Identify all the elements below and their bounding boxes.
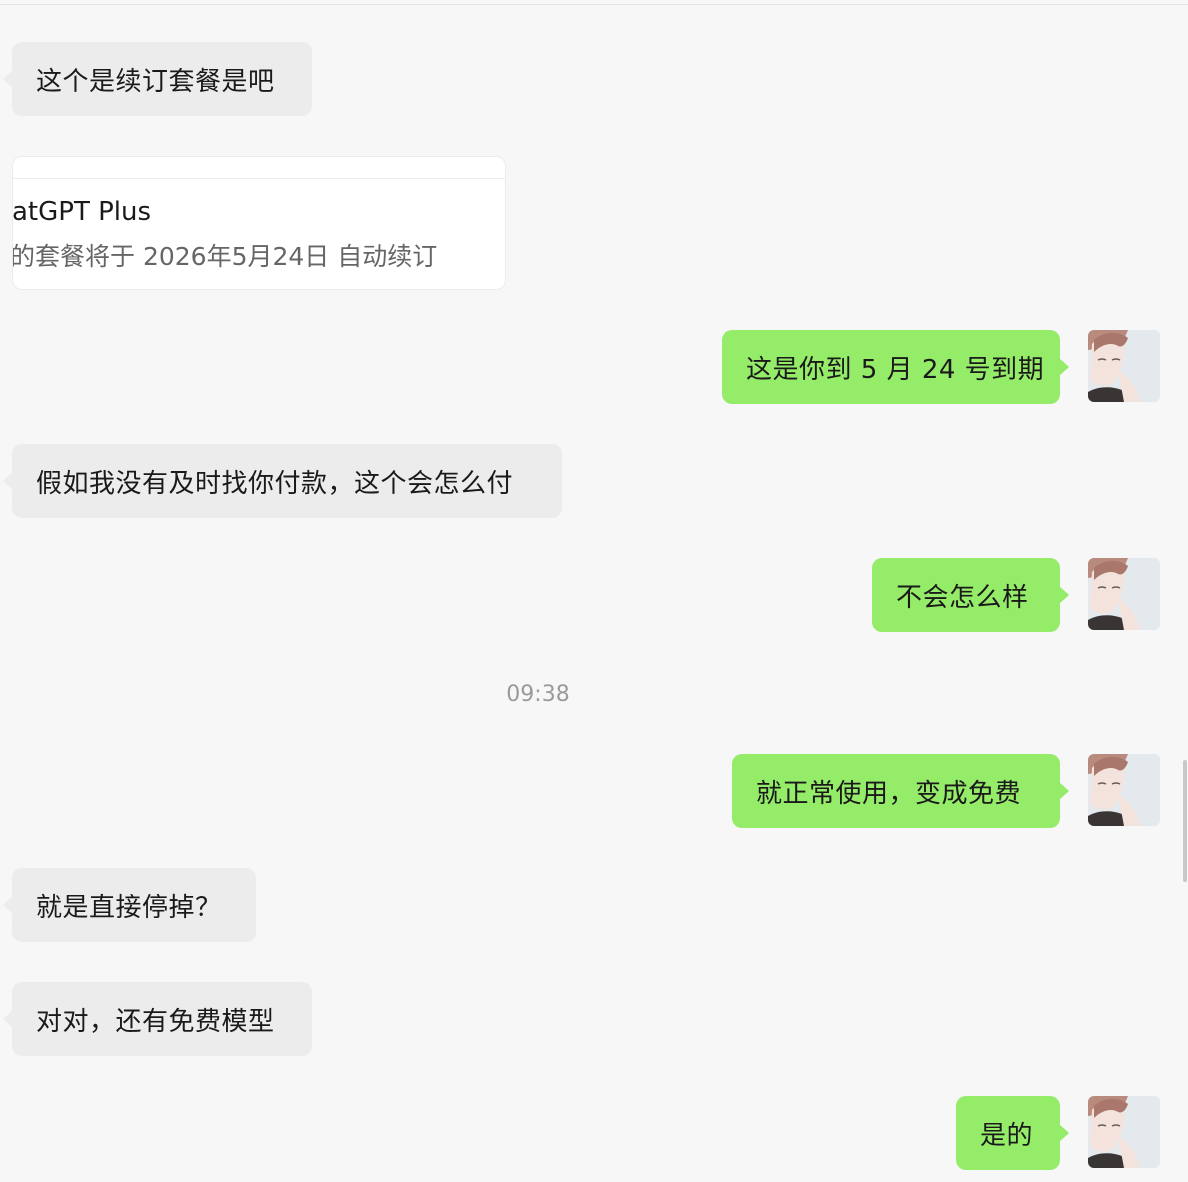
card-title: atGPT Plus — [12, 197, 152, 227]
avatar-icon — [1088, 1096, 1160, 1168]
card-divider — [13, 178, 505, 179]
incoming-message[interactable]: 对对，还有免费模型 — [3, 982, 312, 1056]
message-text: 这个是续订套餐是吧 — [36, 66, 275, 97]
incoming-message[interactable]: 这个是续订套餐是吧 — [3, 42, 312, 116]
outgoing-message[interactable]: 是的 — [956, 1096, 1069, 1170]
message-text: 这是你到 5 月 24 号到期 — [746, 354, 1045, 385]
incoming-message[interactable]: 就是直接停掉？ — [3, 868, 256, 942]
user-avatar[interactable] — [1088, 1096, 1160, 1168]
message-timestamp: 09:38 — [506, 682, 570, 707]
message-text: 假如我没有及时找你付款，这个会怎么付 — [36, 468, 514, 499]
outgoing-message[interactable]: 不会怎么样 — [872, 558, 1069, 632]
user-avatar[interactable] — [1088, 558, 1160, 630]
avatar-icon — [1088, 330, 1160, 402]
user-avatar[interactable] — [1088, 754, 1160, 826]
top-divider — [0, 4, 1188, 5]
message-text: 对对，还有免费模型 — [36, 1006, 275, 1037]
message-text: 就是直接停掉？ — [36, 892, 222, 923]
avatar-icon — [1088, 754, 1160, 826]
outgoing-message[interactable]: 这是你到 5 月 24 号到期 — [722, 330, 1069, 404]
message-text: 就正常使用，变成免费 — [756, 778, 1022, 809]
avatar-icon — [1088, 558, 1160, 630]
message-text: 是的 — [980, 1120, 1034, 1151]
scrollbar[interactable] — [1183, 760, 1187, 882]
message-text: 不会怎么样 — [896, 582, 1029, 613]
user-avatar[interactable] — [1088, 330, 1160, 402]
outgoing-message[interactable]: 就正常使用，变成免费 — [732, 754, 1069, 828]
card-subtitle: 的套餐将于 2026年5月24日 自动续订 — [12, 242, 438, 271]
incoming-message[interactable]: 假如我没有及时找你付款，这个会怎么付 — [3, 444, 562, 518]
subscription-card[interactable]: atGPT Plus 的套餐将于 2026年5月24日 自动续订 — [12, 156, 506, 290]
